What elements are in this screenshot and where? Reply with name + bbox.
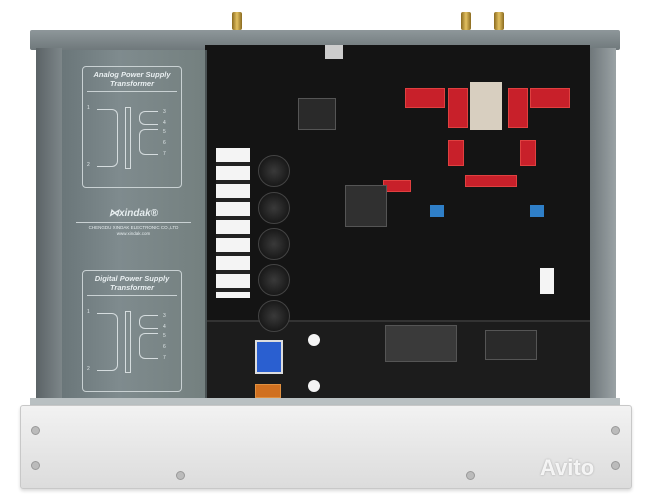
pin-label: 6 [163, 140, 166, 146]
pin-label: 4 [163, 324, 166, 330]
transformer-core-icon [125, 311, 131, 373]
pin-label: 7 [163, 151, 166, 157]
brand-plate: ⋈xindak® CHENGDU XINDAK ELECTRONIC CO.,L… [62, 208, 205, 236]
screw [611, 426, 620, 435]
film-capacitor [405, 88, 445, 108]
xindak-logo: ⋈xindak® [108, 208, 159, 219]
digital-transformer-title: Digital Power Supply Transformer [87, 271, 177, 296]
secondary-winding-icon [139, 129, 158, 155]
analog-transformer-label: Analog Power Supply Transformer 1 2 3 4 … [82, 66, 182, 188]
pin-label: 5 [163, 333, 166, 339]
capacitor-white [308, 380, 320, 392]
analog-transformer-title: Analog Power Supply Transformer [87, 67, 177, 92]
film-capacitor [383, 180, 411, 192]
front-panel [20, 405, 632, 489]
heatsink [385, 325, 457, 362]
avito-watermark: Avito [540, 455, 595, 480]
rca-jack [461, 12, 471, 30]
capacitor [258, 300, 290, 332]
company-name: CHENGDU XINDAK ELECTRONIC CO.,LTD [76, 222, 191, 230]
screw [466, 471, 475, 480]
secondary-winding-icon [139, 333, 158, 359]
pin-label: 2 [87, 162, 90, 168]
digital-transformer-label: Digital Power Supply Transformer 1 2 3 4… [82, 270, 182, 392]
screw [31, 461, 40, 470]
screw [31, 426, 40, 435]
power-switch [255, 340, 283, 374]
pin-label: 7 [163, 355, 166, 361]
transformer-cover: Analog Power Supply Transformer 1 2 3 4 … [62, 50, 207, 405]
screw [176, 471, 185, 480]
film-capacitor [530, 88, 570, 108]
pin-label: 1 [87, 309, 90, 315]
film-capacitor [448, 88, 468, 128]
pin-label: 5 [163, 129, 166, 135]
primary-winding-icon [97, 313, 118, 371]
toroid-label-block [298, 98, 336, 130]
usb-port [325, 45, 343, 59]
fuse [255, 384, 281, 398]
dac-chip [345, 185, 387, 227]
primary-winding-icon [97, 109, 118, 167]
capacitor [258, 192, 290, 224]
pin-label: 4 [163, 120, 166, 126]
front-panel-edge [30, 398, 620, 407]
film-capacitor [520, 140, 536, 166]
film-capacitor [465, 175, 517, 187]
trim-capacitor [430, 205, 444, 217]
chassis-left-wall [36, 48, 62, 408]
pin-label: 6 [163, 344, 166, 350]
secondary-winding-icon [139, 315, 158, 329]
pin-label: 2 [87, 366, 90, 372]
transformer-core-icon [125, 107, 131, 169]
film-capacitor [448, 140, 464, 166]
secondary-winding-icon [139, 111, 158, 125]
pin-label: 3 [163, 313, 166, 319]
pin-label: 1 [87, 105, 90, 111]
rca-jack [232, 12, 242, 30]
relay [470, 82, 502, 130]
trim-capacitor [530, 205, 544, 217]
capacitor [258, 264, 290, 296]
film-capacitor [508, 88, 528, 128]
terminal-blocks [216, 148, 250, 298]
capacitor [258, 155, 290, 187]
capacitor [258, 228, 290, 260]
capacitor-white [308, 334, 320, 346]
rca-jack [494, 12, 504, 30]
company-url: www.xindak.com [116, 231, 151, 236]
screw [611, 461, 620, 470]
regulator [485, 330, 537, 360]
chassis-right-wall [588, 48, 616, 408]
pin-label: 3 [163, 109, 166, 115]
component [540, 268, 554, 294]
